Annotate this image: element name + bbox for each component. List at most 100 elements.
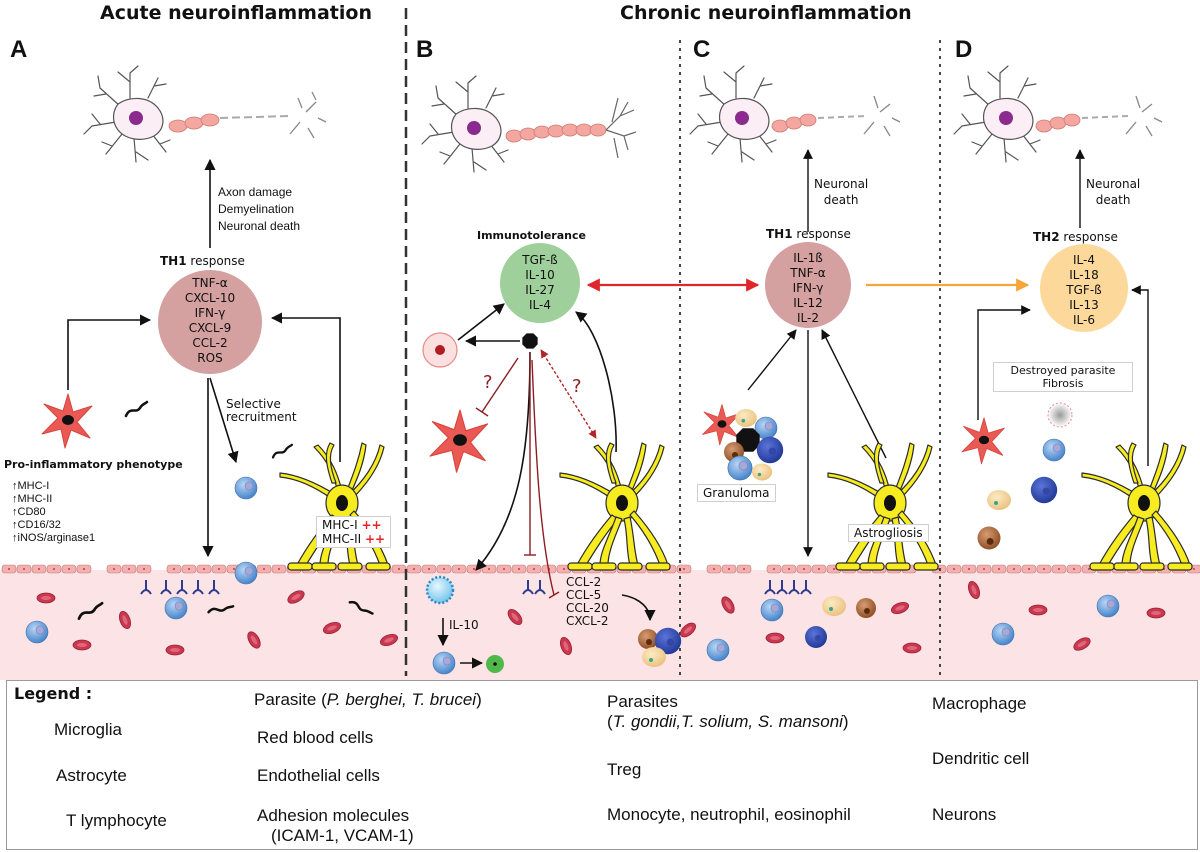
legend-box: [6, 680, 1198, 850]
legend-t-lymphocyte: T lymphocyte: [66, 811, 167, 830]
legend-neurons: Neurons: [932, 805, 997, 824]
microglia-a: [41, 393, 93, 449]
neutrophil-d: [987, 490, 1011, 510]
endothelial-nucleus: [1193, 568, 1195, 570]
endothelial-nucleus: [428, 568, 430, 570]
legend-macrophage: Macrophage: [932, 694, 1027, 713]
endothelial-nucleus: [683, 568, 685, 570]
il10-label: IL-10: [449, 618, 479, 632]
endothelial-nucleus: [233, 568, 235, 570]
panel-letter-d: D: [955, 36, 973, 63]
effect-neuronal-death: Neuronal death: [218, 219, 301, 233]
endothelial-nucleus: [473, 568, 475, 570]
endothelial-nucleus: [803, 568, 805, 570]
monocyte-d: [1030, 476, 1058, 504]
neuron-damaged-a: [83, 65, 327, 163]
parasite-a2: [271, 443, 294, 459]
immunotolerance-title: Immunotolerance: [477, 229, 586, 242]
neuron-damaged-c: [689, 65, 901, 163]
endothelial-nucleus: [278, 568, 280, 570]
panel-letter-c: C: [693, 36, 711, 63]
vessel-contents: [25, 561, 1166, 675]
astrogliosis-label: Astrogliosis: [848, 524, 929, 542]
astrocyte-mhc-box: MHC-I ++ MHC-II ++: [316, 516, 392, 548]
cytokine-circle-c: [765, 242, 851, 328]
neuron-intact-b: [421, 75, 637, 173]
endothelial-nucleus: [68, 568, 70, 570]
effect-demyelination: Demyelination: [218, 202, 295, 216]
acute-header: Acute neuroinflammation: [100, 2, 372, 24]
treg-b: [486, 655, 504, 673]
dendritic-cell-b: [425, 575, 455, 605]
response-label-a: TH1 response: [160, 254, 245, 268]
legend-endothelial: Endothelial cells: [257, 766, 380, 785]
cytokine-circle-b: [500, 243, 580, 323]
endothelial-nucleus: [503, 568, 505, 570]
parasite-b: [522, 333, 538, 349]
legend-myeloid: Monocyte, neutrophil, eosinophil: [607, 805, 851, 824]
phenotype-title: Pro-inflammatory phenotype: [4, 458, 183, 471]
legend-dendritic: Dendritic cell: [932, 749, 1030, 768]
endothelial-nucleus: [488, 568, 490, 570]
endothelial-nucleus: [128, 568, 130, 570]
neuron-effects-a: Axon damage Demyelination Neuronal death: [218, 184, 300, 235]
legend-microglia: Microglia: [54, 720, 123, 739]
endothelial-nucleus: [188, 568, 190, 570]
astrocyte-c: [827, 442, 939, 571]
response-label-c: TH1 response: [766, 227, 851, 241]
legend-adhesion: Adhesion molecules (ICAM-1, VCAM-1): [257, 806, 414, 845]
endothelial-nucleus: [1088, 568, 1090, 570]
legend-rbc: Red blood cells: [257, 728, 374, 747]
endothelial-nucleus: [143, 568, 145, 570]
parasite-a1: [124, 400, 149, 418]
astrocyte-b: [559, 442, 671, 571]
endothelial-nucleus: [1013, 568, 1015, 570]
question-mark-astrocyte: ?: [572, 376, 582, 397]
endothelial-nucleus: [773, 568, 775, 570]
astrocyte-a: [279, 442, 391, 571]
granuloma-label: Granuloma: [697, 484, 776, 502]
endothelial-nucleus: [53, 568, 55, 570]
endothelial-nucleus: [788, 568, 790, 570]
endothelial-nucleus: [518, 568, 520, 570]
endothelial-nucleus: [83, 568, 85, 570]
endothelial-nucleus: [443, 568, 445, 570]
effect-axon-damage: Axon damage: [218, 185, 293, 199]
endothelial-nucleus: [968, 568, 970, 570]
granuloma: [702, 404, 784, 481]
endothelial-nucleus: [983, 568, 985, 570]
endothelial-nucleus: [263, 568, 265, 570]
cytokine-circle-a: [158, 270, 262, 374]
astrocyte-d: [1081, 442, 1193, 571]
t-cell-a1: [234, 476, 258, 500]
panel-letter-b: B: [416, 36, 434, 63]
legend-title: Legend :: [14, 684, 93, 703]
endothelial-nucleus: [728, 568, 730, 570]
legend-astrocyte: Astrocyte: [56, 766, 127, 785]
chronic-header: Chronic neuroinflammation: [620, 2, 912, 24]
endothelial-nucleus: [818, 568, 820, 570]
endothelial-nucleus: [38, 568, 40, 570]
endothelial-nucleus: [1028, 568, 1030, 570]
endothelial-nucleus: [203, 568, 205, 570]
microglia-b: [429, 409, 489, 473]
microglia-d: [961, 417, 1005, 465]
macrophage-b: [422, 332, 458, 368]
endothelial-nucleus: [1058, 568, 1060, 570]
cytokine-circle-d: [1040, 244, 1128, 332]
legend-treg: Treg: [607, 760, 642, 779]
endothelial-nucleus: [953, 568, 955, 570]
endothelial-nucleus: [413, 568, 415, 570]
endothelial-nucleus: [1073, 568, 1075, 570]
t-cell-d1: [1042, 438, 1066, 462]
endothelial-nucleus: [833, 568, 835, 570]
legend-parasites-helminth: Parasites (T. gondii,T. solium, S. manso…: [607, 692, 849, 731]
endothelial-nucleus: [713, 568, 715, 570]
endothelial-nucleus: [398, 568, 400, 570]
endothelial-nucleus: [743, 568, 745, 570]
